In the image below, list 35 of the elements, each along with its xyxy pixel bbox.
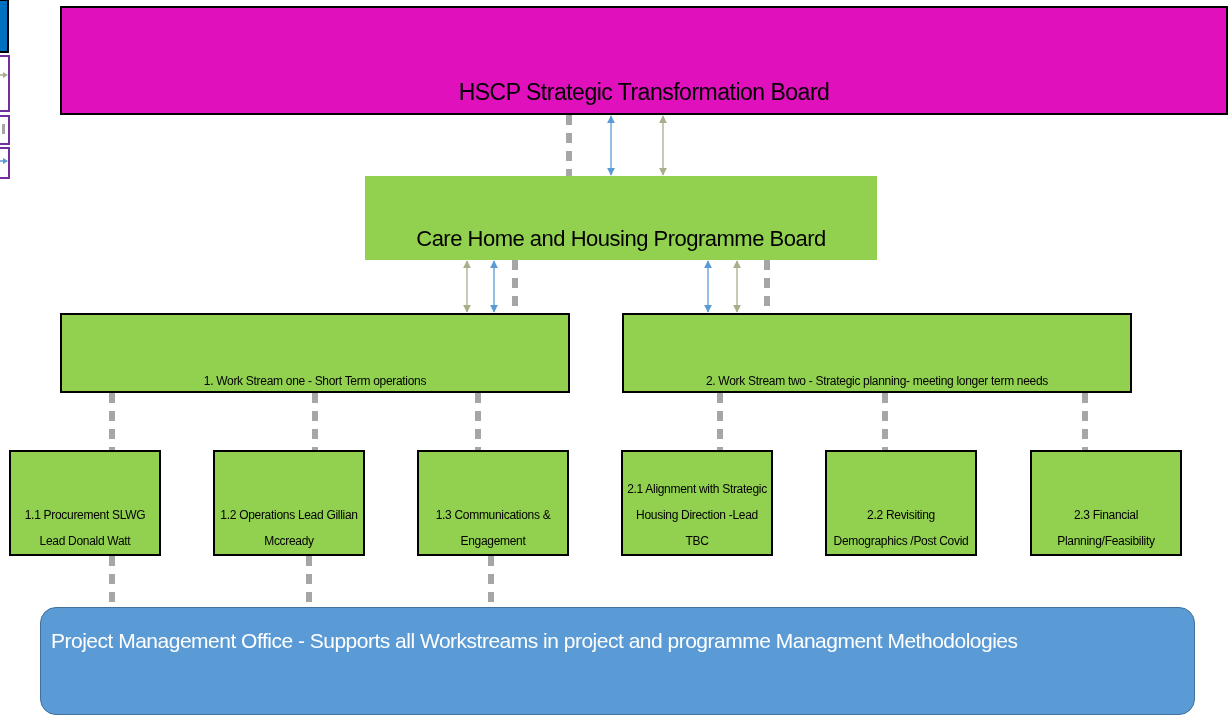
box-label: 2.3 Financial Planning/Feasibility — [1056, 507, 1156, 550]
box-label: 2. Work Stream two - Strategic planning- meeting longer term needs — [705, 373, 1049, 388]
box-label: 1.3 Communications & Engagement — [434, 507, 552, 550]
process-box — [60, 313, 570, 393]
process-box — [1030, 450, 1182, 556]
double-arrow — [607, 115, 615, 176]
double-arrow — [733, 260, 741, 313]
double-arrow — [659, 115, 667, 176]
connector-line — [312, 393, 318, 450]
process-box — [9, 450, 161, 556]
box-label: Project Management Office - Supports all Workstreams in project and programme Managment Methodologies — [51, 628, 1018, 654]
connector-line — [882, 393, 888, 450]
connector-line — [717, 393, 723, 450]
rounded-box — [40, 607, 1195, 715]
box-label: 2.2 Revisiting Demographics /Post Covid — [832, 507, 970, 550]
double-arrow — [490, 260, 498, 313]
connector-line — [109, 393, 115, 450]
box-label: 1.1 Procurement SLWG Lead Donald Watt — [23, 507, 147, 550]
box-label: 1. Work Stream one - Short Term operations — [203, 373, 427, 388]
connector-line — [566, 115, 572, 176]
process-box — [213, 450, 365, 556]
connector-line — [475, 393, 481, 450]
process-box — [621, 450, 773, 556]
process-box — [60, 6, 1228, 115]
box-label: 2.1 Alignment with Strategic Housing Direction -Lead TBC — [627, 481, 767, 550]
process-box — [825, 450, 977, 556]
box-label: HSCP Strategic Transformation Board — [458, 79, 830, 107]
process-box — [622, 313, 1132, 393]
box-label: 1.2 Operations Lead Gillian Mccready — [219, 507, 359, 550]
process-box — [417, 450, 569, 556]
double-arrow — [463, 260, 471, 313]
connector-line — [1082, 393, 1088, 450]
box-label: Care Home and Housing Programme Board — [416, 225, 826, 252]
double-arrow — [704, 260, 712, 313]
process-box — [365, 176, 877, 260]
